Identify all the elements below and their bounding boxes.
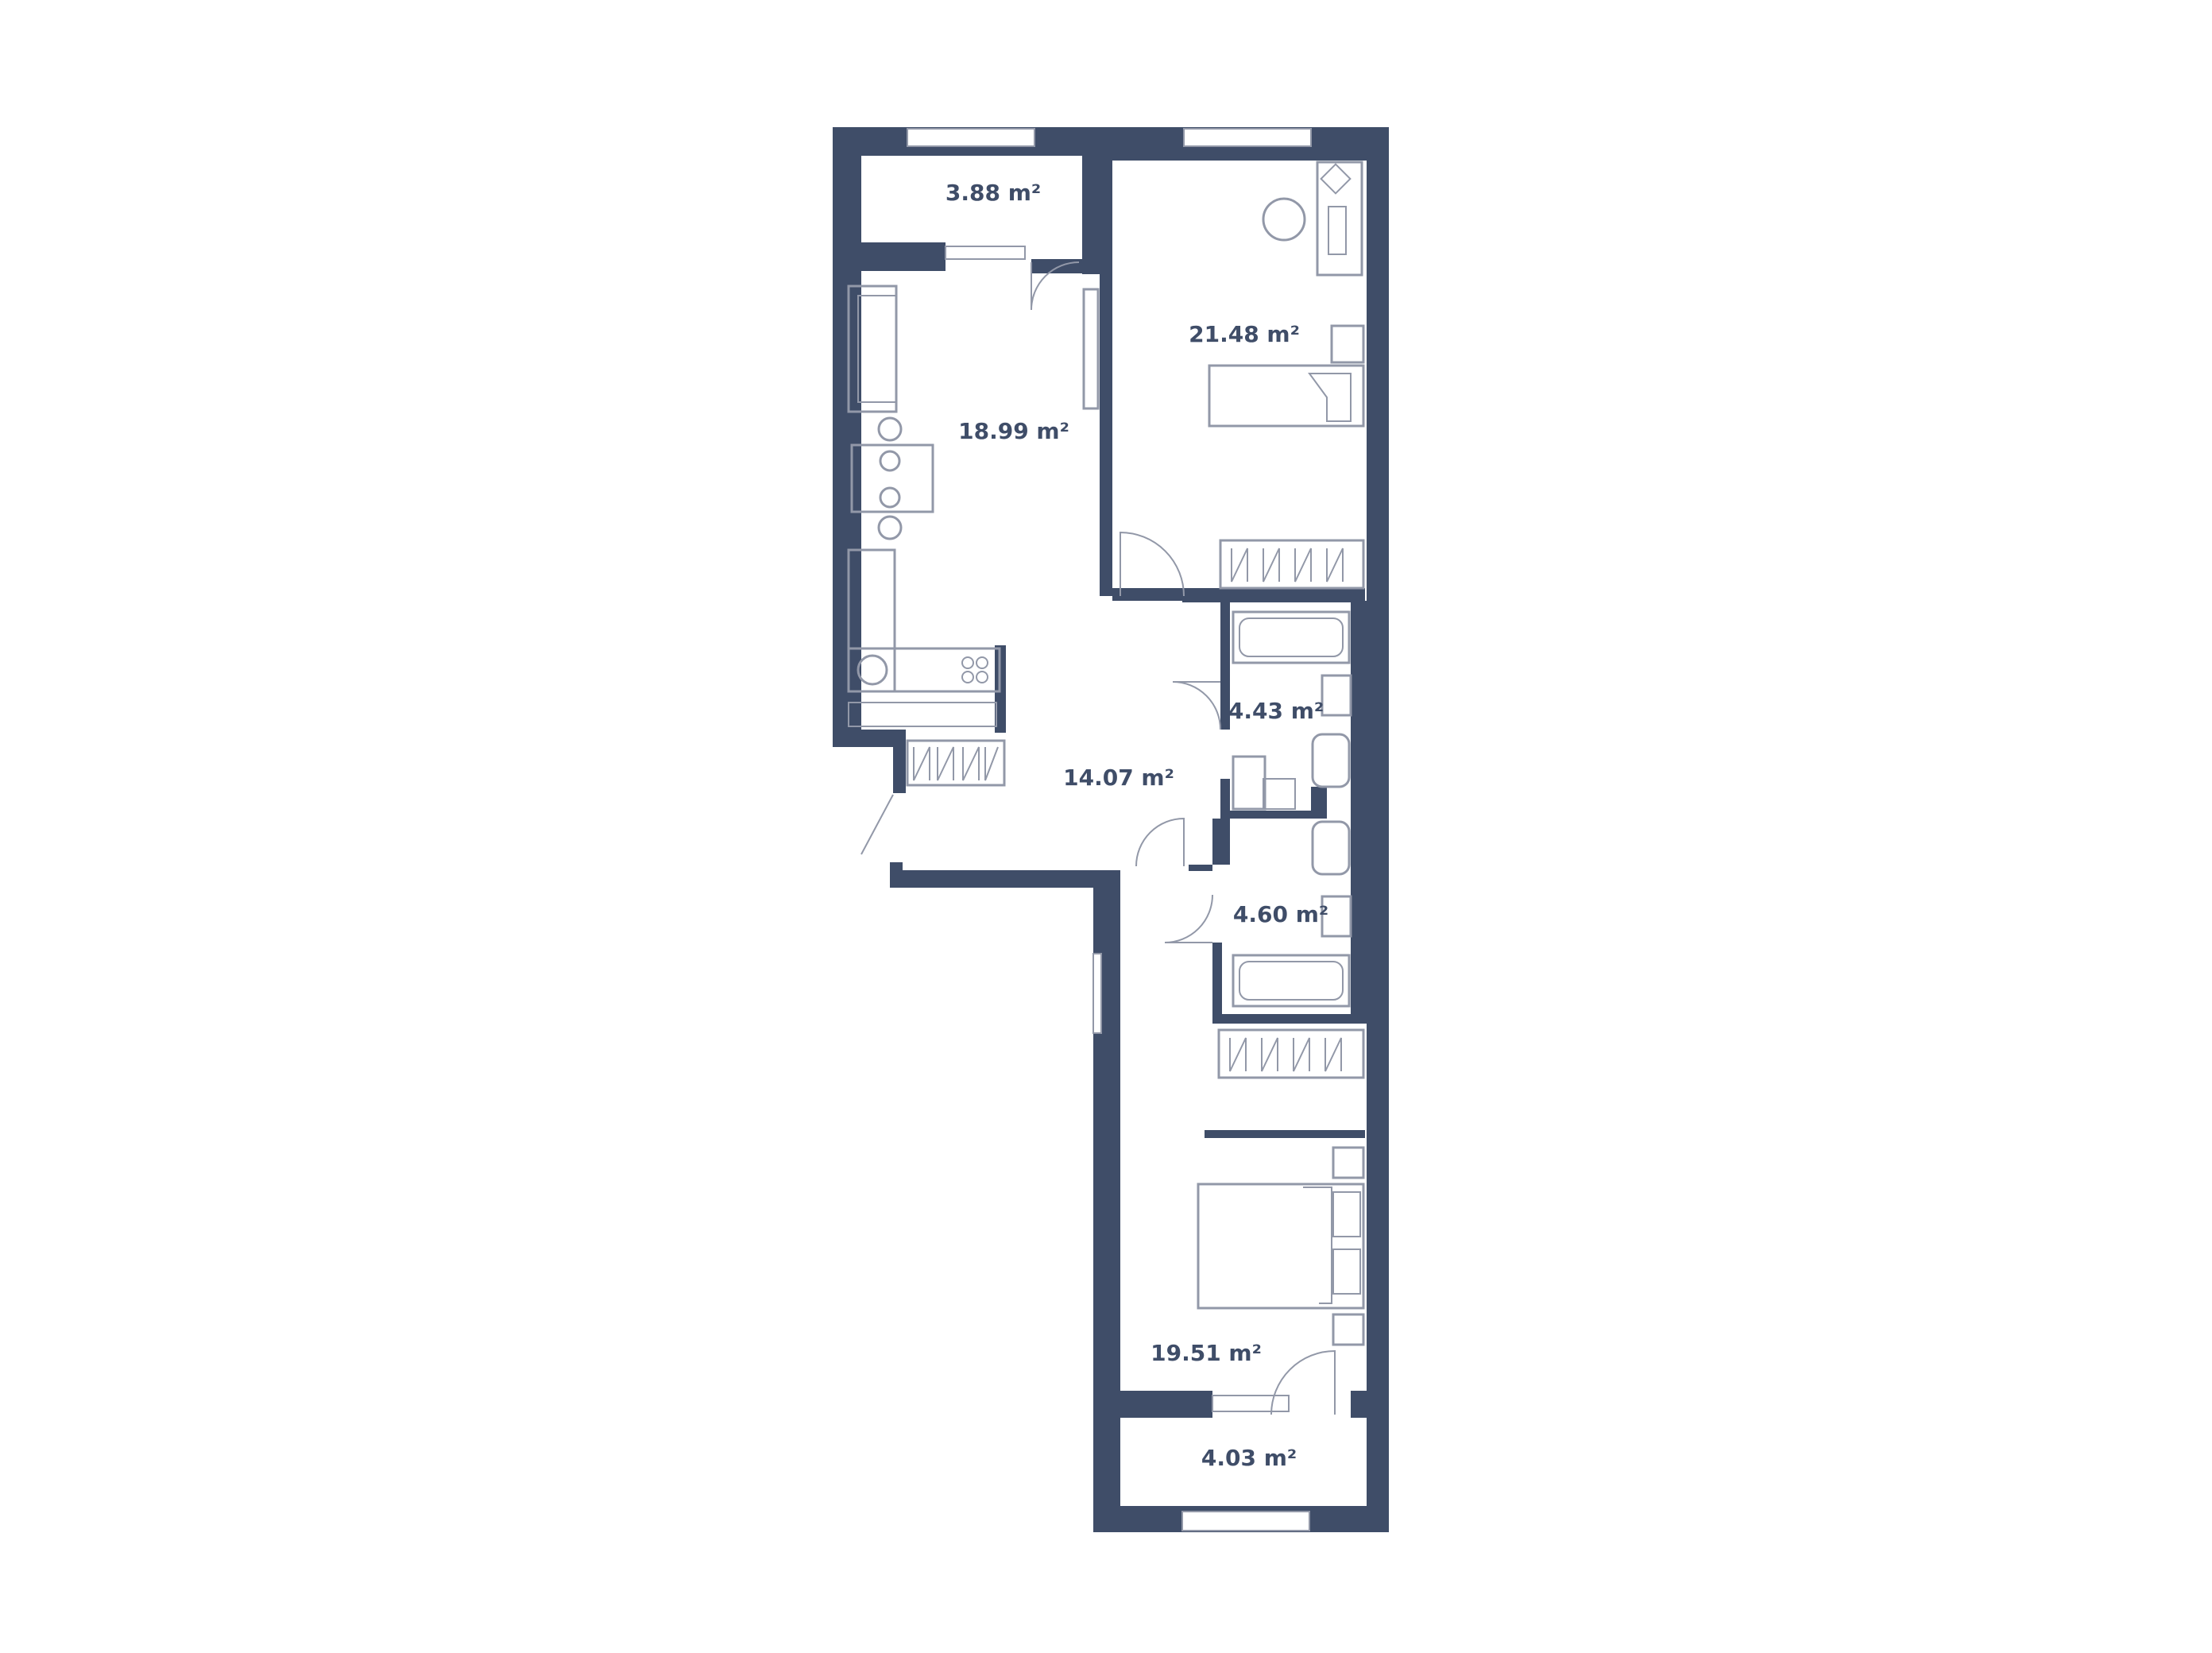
- area-labels: 3.88 m² 21.48 m² 18.99 m² 4.43 m² 14.07 …: [946, 180, 1328, 1471]
- area-label-balcony-top: 3.88 m²: [946, 180, 1041, 206]
- area-label-bathroom-1: 4.43 m²: [1228, 698, 1324, 724]
- area-label-bathroom-2: 4.60 m²: [1233, 901, 1328, 927]
- door: [1270, 1349, 1336, 1415]
- walls: [833, 127, 1389, 1532]
- door: [860, 794, 894, 855]
- double-bed: [1197, 1183, 1365, 1310]
- window: [907, 128, 1035, 147]
- area-label-bedroom-bottom: 19.51 m²: [1150, 1340, 1262, 1366]
- window: [1212, 1395, 1290, 1412]
- dining-table: [850, 443, 934, 513]
- area-label-balcony-bottom: 4.03 m²: [1201, 1445, 1297, 1471]
- furniture: [847, 161, 1365, 1346]
- windows: [907, 128, 1312, 1531]
- toilet: [1311, 820, 1351, 876]
- window: [945, 246, 1026, 260]
- sink: [857, 654, 888, 686]
- wardrobe: [1082, 288, 1100, 410]
- washbasin: [1321, 674, 1352, 717]
- area-label-bedroom-top: 21.48 m²: [1189, 321, 1300, 347]
- hob: [976, 656, 988, 669]
- door: [1172, 681, 1221, 730]
- kitchen-cabinet: [848, 702, 997, 727]
- chair: [877, 416, 903, 442]
- wardrobe: [1217, 1028, 1365, 1079]
- single-bed: [1208, 364, 1365, 428]
- nightstand: [1332, 1146, 1365, 1179]
- window: [1183, 128, 1312, 147]
- hob: [976, 671, 988, 683]
- washing-machine: [1232, 755, 1266, 811]
- bathtub: [1232, 610, 1351, 664]
- door: [1164, 894, 1213, 943]
- chair: [879, 486, 901, 509]
- toilet: [1311, 733, 1351, 788]
- nightstand: [1330, 324, 1365, 364]
- door: [1120, 531, 1185, 597]
- hob: [961, 671, 974, 683]
- washbasin: [1321, 895, 1352, 938]
- window: [1181, 1511, 1310, 1531]
- area-label-hallway: 14.07 m²: [1063, 765, 1174, 791]
- doors: [860, 261, 1336, 1415]
- hob: [961, 656, 974, 669]
- monitor: [1328, 206, 1347, 255]
- bathtub: [1232, 954, 1351, 1008]
- area-label-kitchen-living: 18.99 m²: [958, 418, 1069, 444]
- desk: [1316, 161, 1363, 277]
- door: [1031, 261, 1080, 311]
- lamp: [1320, 163, 1352, 195]
- kitchen-counter: [847, 647, 1001, 693]
- chair: [879, 450, 901, 472]
- nightstand: [1332, 1313, 1365, 1346]
- window: [1092, 953, 1102, 1034]
- wardrobe: [1219, 539, 1365, 590]
- door: [1135, 817, 1185, 867]
- closet: [906, 739, 1006, 787]
- desk-chair: [1262, 197, 1306, 242]
- chair: [877, 515, 903, 540]
